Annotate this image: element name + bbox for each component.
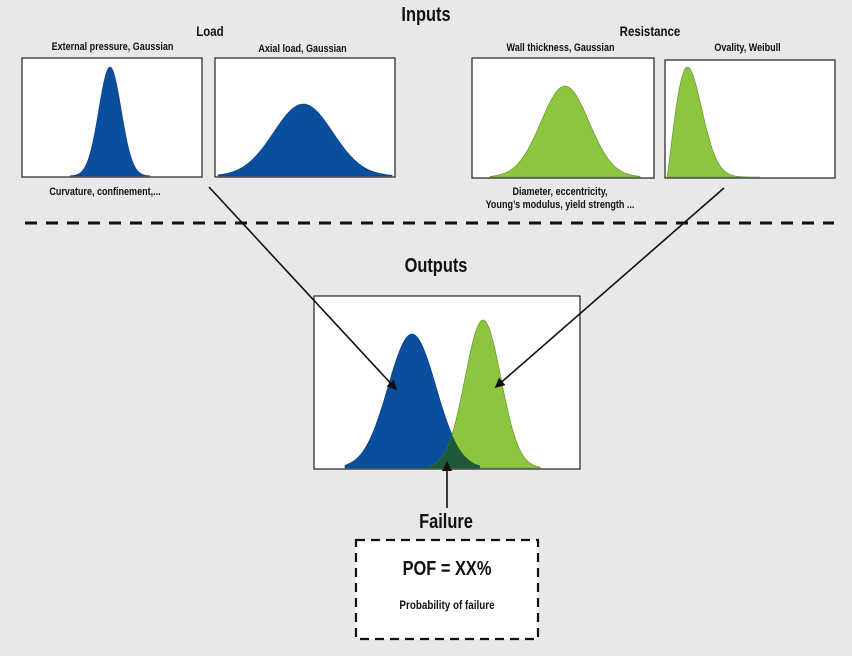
axial-load-panel bbox=[214, 57, 396, 178]
failure-box bbox=[354, 538, 540, 641]
external-pressure-panel bbox=[21, 57, 203, 178]
load-to-output-arrow bbox=[208, 186, 398, 391]
axial-load-curve bbox=[217, 103, 393, 177]
external-pressure-curve bbox=[69, 66, 151, 177]
resistance-note-line2: Young’s modulus, yield strength ... bbox=[485, 199, 635, 211]
pof-value: POF = XX% bbox=[402, 558, 492, 580]
ovality-curve bbox=[666, 66, 760, 178]
pof-description: Probability of failure bbox=[399, 598, 495, 612]
wall-thickness-curve bbox=[489, 85, 641, 178]
wall-thickness-panel bbox=[471, 57, 655, 179]
load-note: Curvature, confinement,... bbox=[49, 186, 161, 198]
wall-thickness-label: Wall thickness, Gaussian bbox=[506, 42, 615, 54]
failure-overlap-region bbox=[430, 434, 480, 468]
failure-title: Failure bbox=[419, 511, 473, 533]
inputs-title: Inputs bbox=[401, 4, 451, 26]
resistance-title: Resistance bbox=[619, 23, 681, 39]
outputs-panel bbox=[313, 295, 581, 470]
external-pressure-label: External pressure, Gaussian bbox=[51, 41, 174, 53]
resistance-note-line1: Diameter, eccentricity, bbox=[512, 186, 608, 198]
outputs-title: Outputs bbox=[404, 255, 468, 277]
axial-load-label: Axial load, Gaussian bbox=[258, 43, 347, 55]
load-title: Load bbox=[196, 23, 224, 39]
ovality-panel bbox=[664, 59, 836, 179]
resistance-to-output-arrow bbox=[494, 187, 725, 388]
ovality-label: Ovality, Weibull bbox=[714, 42, 781, 54]
